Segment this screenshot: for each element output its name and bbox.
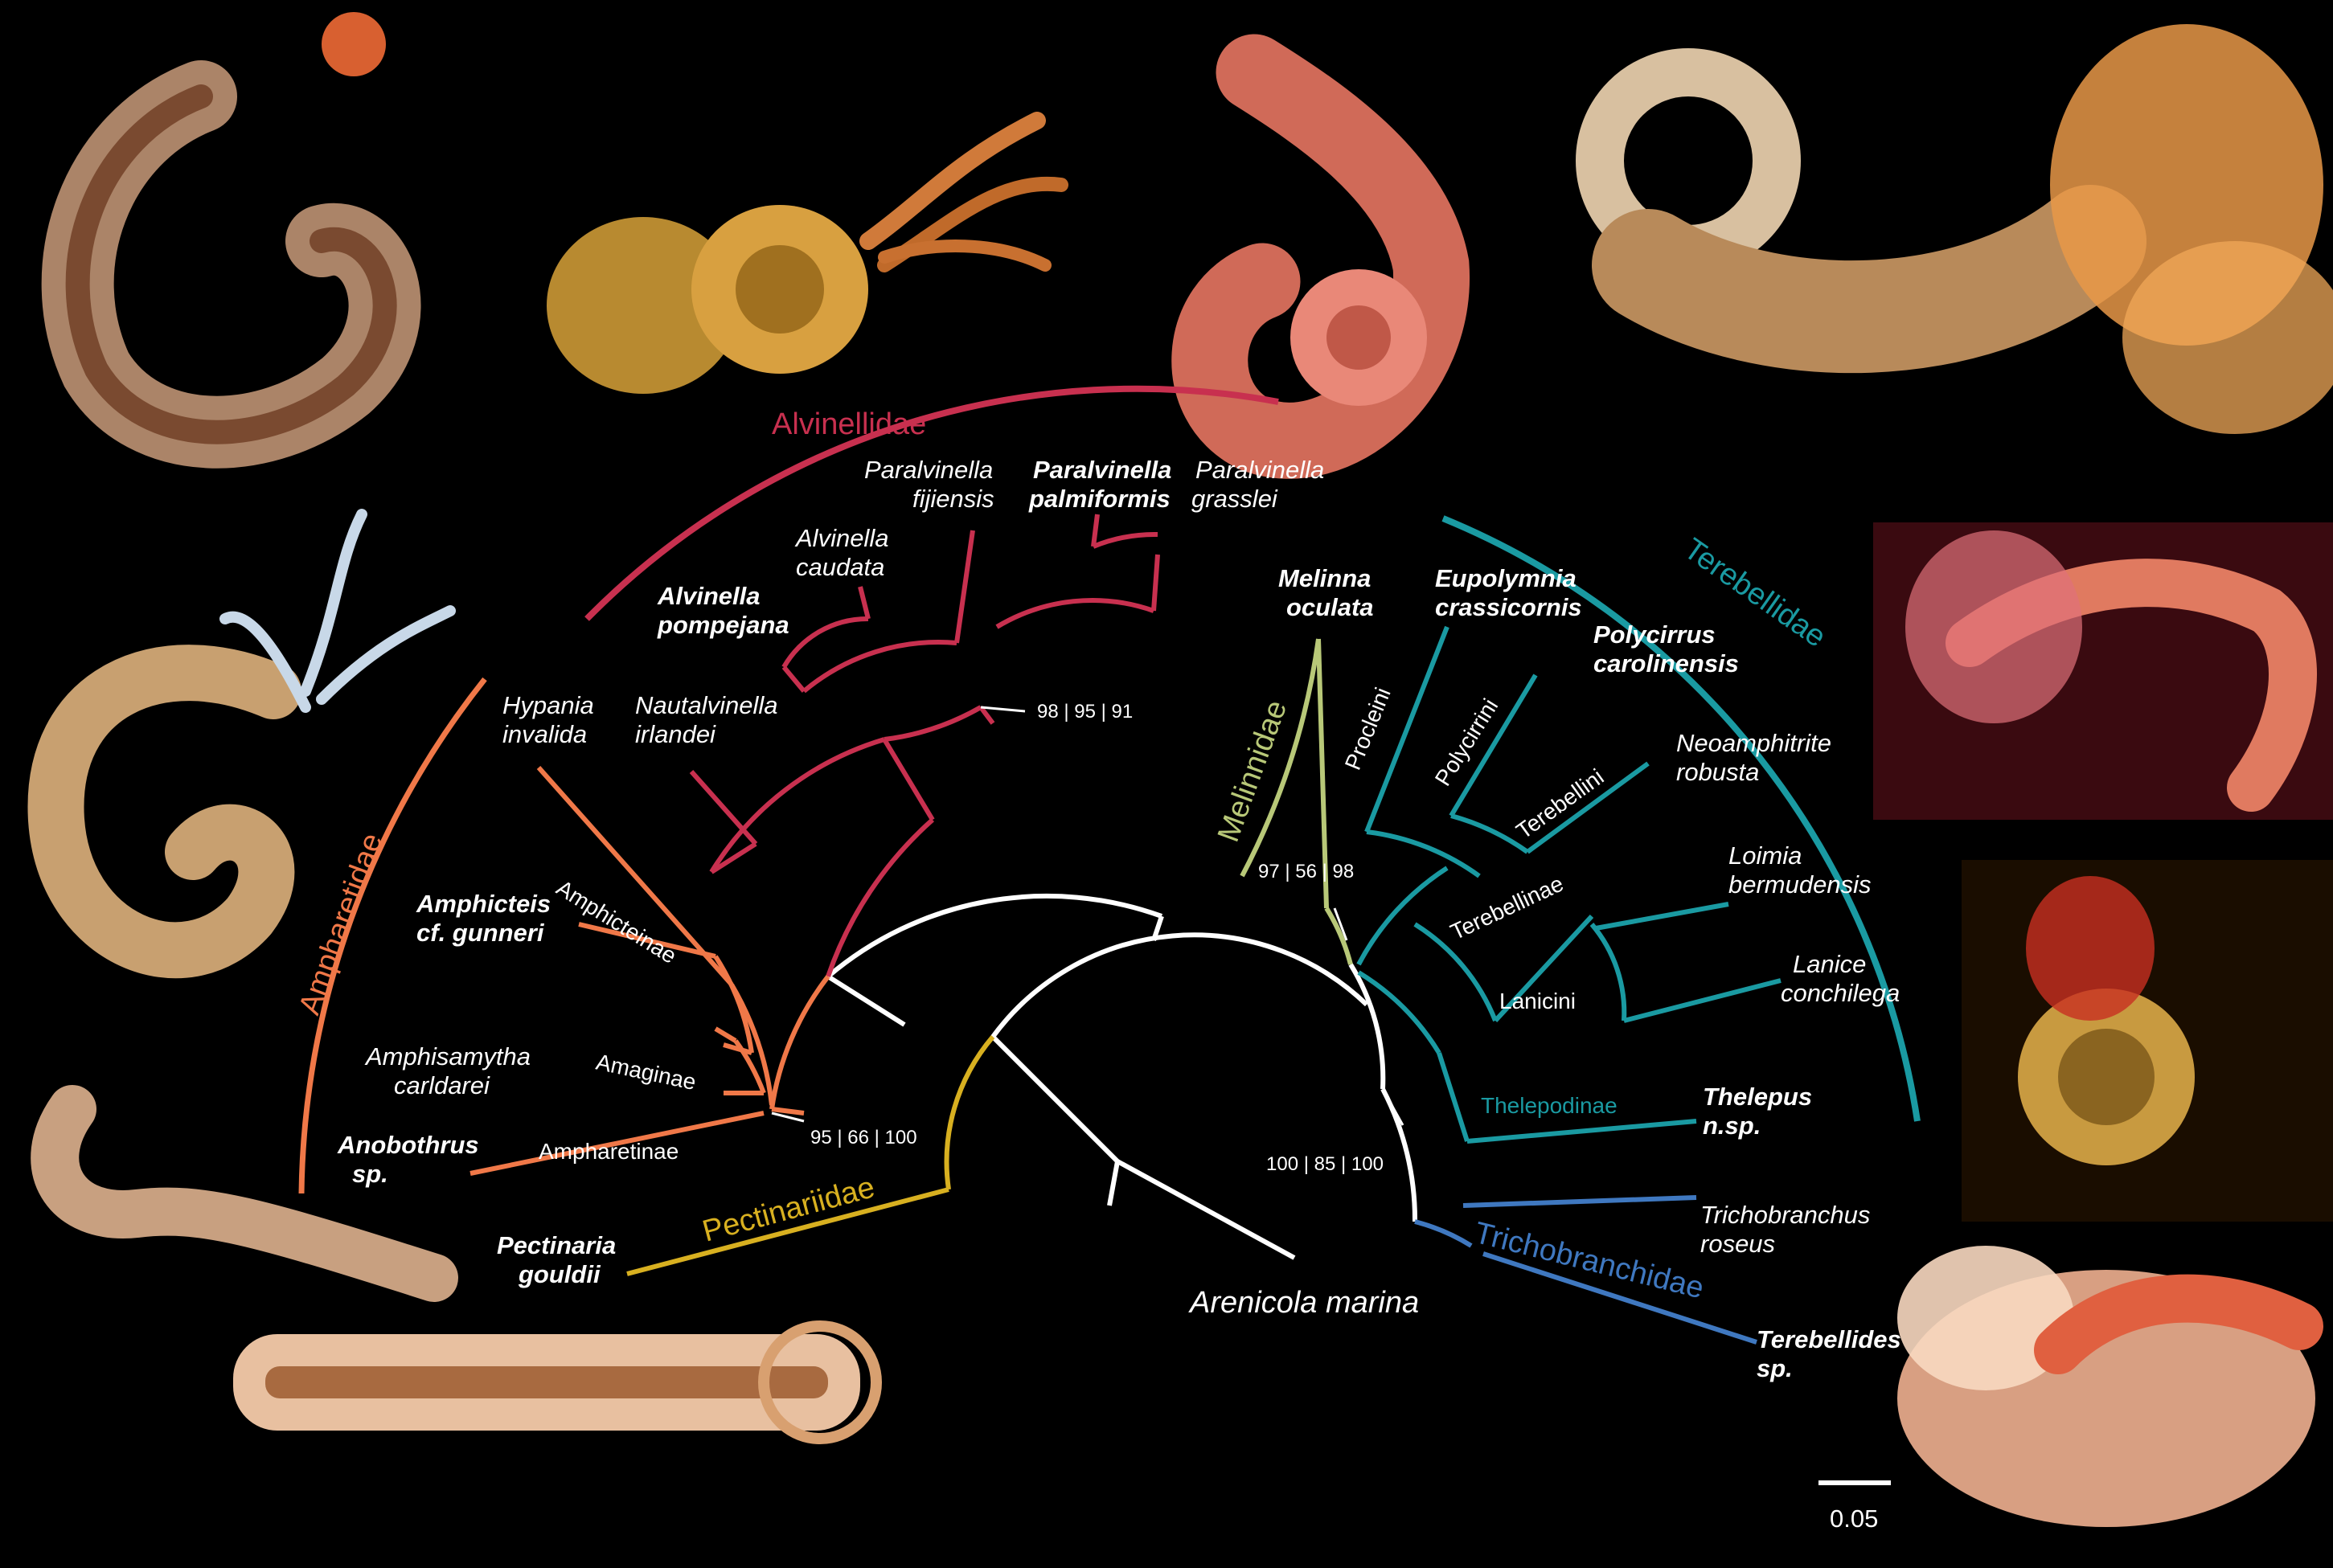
support-values: 98 | 95 | 91 95 | 66 | 100 97 | 56 | 98 … xyxy=(810,701,1384,1175)
ampharetidae-branches xyxy=(469,766,830,1176)
support-terebellidae: 97 | 56 | 98 xyxy=(1258,861,1354,882)
ampharetidae-arc xyxy=(298,677,487,1194)
specimen-photos xyxy=(27,12,2333,1527)
anobothrus-photo xyxy=(31,1085,458,1302)
tribe-lanicini: Lanicini xyxy=(1499,989,1576,1013)
tip-terebellides-sp: Terebellides sp. xyxy=(1757,1325,1905,1382)
pectinaria-photo xyxy=(233,1320,882,1444)
alvinella-pompejana-photo xyxy=(547,112,1068,394)
terebellidae-arc xyxy=(1441,515,1921,1122)
tip-melinna-oculata: Melinna oculata xyxy=(1278,564,1375,621)
paralvinella-photo xyxy=(1171,34,1470,479)
tip-anobothrus-sp: Anobothrus sp. xyxy=(337,1131,482,1188)
subfamily-ampharetinae: Ampharetinae xyxy=(539,1139,679,1164)
ampharetid-worm-photo xyxy=(41,12,421,469)
scale-bar-label: 0.05 xyxy=(1830,1505,1878,1533)
subfamily-amaginae: Amaginae xyxy=(594,1050,699,1095)
tip-polycirrus-carolinensis: Polycirrus carolinensis xyxy=(1593,620,1739,678)
support-ampharetidae: 95 | 66 | 100 xyxy=(810,1127,917,1148)
trichobranchidae-branches xyxy=(1414,1195,1757,1345)
tip-alvinella-pompejana: Alvinella pompejana xyxy=(657,582,789,639)
tip-eupolymnia-crassicornis: Eupolymnia crassicornis xyxy=(1435,564,1582,621)
terebellides-photo xyxy=(1897,1246,2323,1527)
family-label-pectinariidae: Pectinariidae xyxy=(699,1170,878,1248)
outgroup-label: Arenicola marina xyxy=(1188,1286,1419,1320)
alvinellidae-branches xyxy=(689,514,1160,977)
family-label-alvinellidae: Alvinellidae xyxy=(772,407,926,441)
support-pointers xyxy=(771,706,1404,1126)
lanice-photo xyxy=(1962,860,2333,1222)
polycirrus-photo xyxy=(1873,522,2333,820)
tip-neoamphitrite-robusta: Neoamphitrite robusta xyxy=(1676,729,1835,786)
tip-paralvinella-grasslei: Paralvinella grasslei xyxy=(1191,456,1328,513)
tip-amphicteis-gunneri: Amphicteis cf. gunneri xyxy=(416,890,555,947)
support-terebelliform: 100 | 85 | 100 xyxy=(1266,1153,1384,1175)
family-arcs xyxy=(298,385,1921,1194)
tip-nautalvinella-irlandei: Nautalvinella irlandei xyxy=(635,691,781,748)
tree-branches xyxy=(469,514,1782,1345)
tip-loimia-bermudensis: Loimia bermudensis xyxy=(1728,841,1871,899)
tip-labels: Paralvinella fijiensis Paralvinella palm… xyxy=(337,456,1905,1382)
tip-lanice-conchilega: Lanice conchilega xyxy=(1781,950,1900,1007)
pectinariidae-branches xyxy=(626,1035,995,1276)
tip-hypania-invalida: Hypania invalida xyxy=(502,691,597,748)
family-label-ampharetidae: Ampharetidae xyxy=(293,829,389,1019)
tip-trichobranchus-roseus: Trichobranchus roseus xyxy=(1700,1201,1874,1258)
tip-alvinella-caudata: Alvinella caudata xyxy=(794,524,892,581)
tip-thelepus-nsp: Thelepus n.sp. xyxy=(1703,1083,1816,1140)
support-alvinellidae: 98 | 95 | 91 xyxy=(1037,701,1133,723)
tip-amphisamytha-carldarei: Amphisamytha carldarei xyxy=(364,1042,534,1099)
subfamily-terebellinae: Terebellinae xyxy=(1446,871,1567,945)
tip-paralvinella-fijiensis: Paralvinella fijiensis xyxy=(864,456,997,513)
melinnidae-arc xyxy=(1240,638,1321,878)
subfamily-amphicteinae: Amphicteinae xyxy=(552,875,681,968)
alvinellidae-arc xyxy=(584,385,1279,621)
family-label-melinnidae: Melinnidae xyxy=(1212,696,1294,846)
family-labels: Alvinellidae Terebellidae Ampharetidae M… xyxy=(293,407,1832,1305)
melinnidae-branches xyxy=(1316,638,1353,965)
subfamily-thelepodinae: Thelepodinae xyxy=(1481,1093,1618,1118)
tip-paralvinella-palmiformis: Paralvinella palmiformis xyxy=(1028,456,1175,513)
tribe-polycirrini: Polycirrini xyxy=(1430,694,1503,790)
terebellidae-branches xyxy=(1356,625,1782,1144)
tip-pectinaria-gouldii: Pectinaria gouldii xyxy=(497,1231,620,1288)
hypania-photo xyxy=(27,509,456,979)
eupolymnia-photo xyxy=(1576,24,2333,434)
backbone-branches xyxy=(826,894,1418,1260)
tribe-procleini: Procleini xyxy=(1340,684,1396,773)
subfamily-labels: Amphicteinae Amaginae Ampharetinae Procl… xyxy=(539,684,1618,1164)
scale-bar: 0.05 xyxy=(1818,1480,1891,1533)
